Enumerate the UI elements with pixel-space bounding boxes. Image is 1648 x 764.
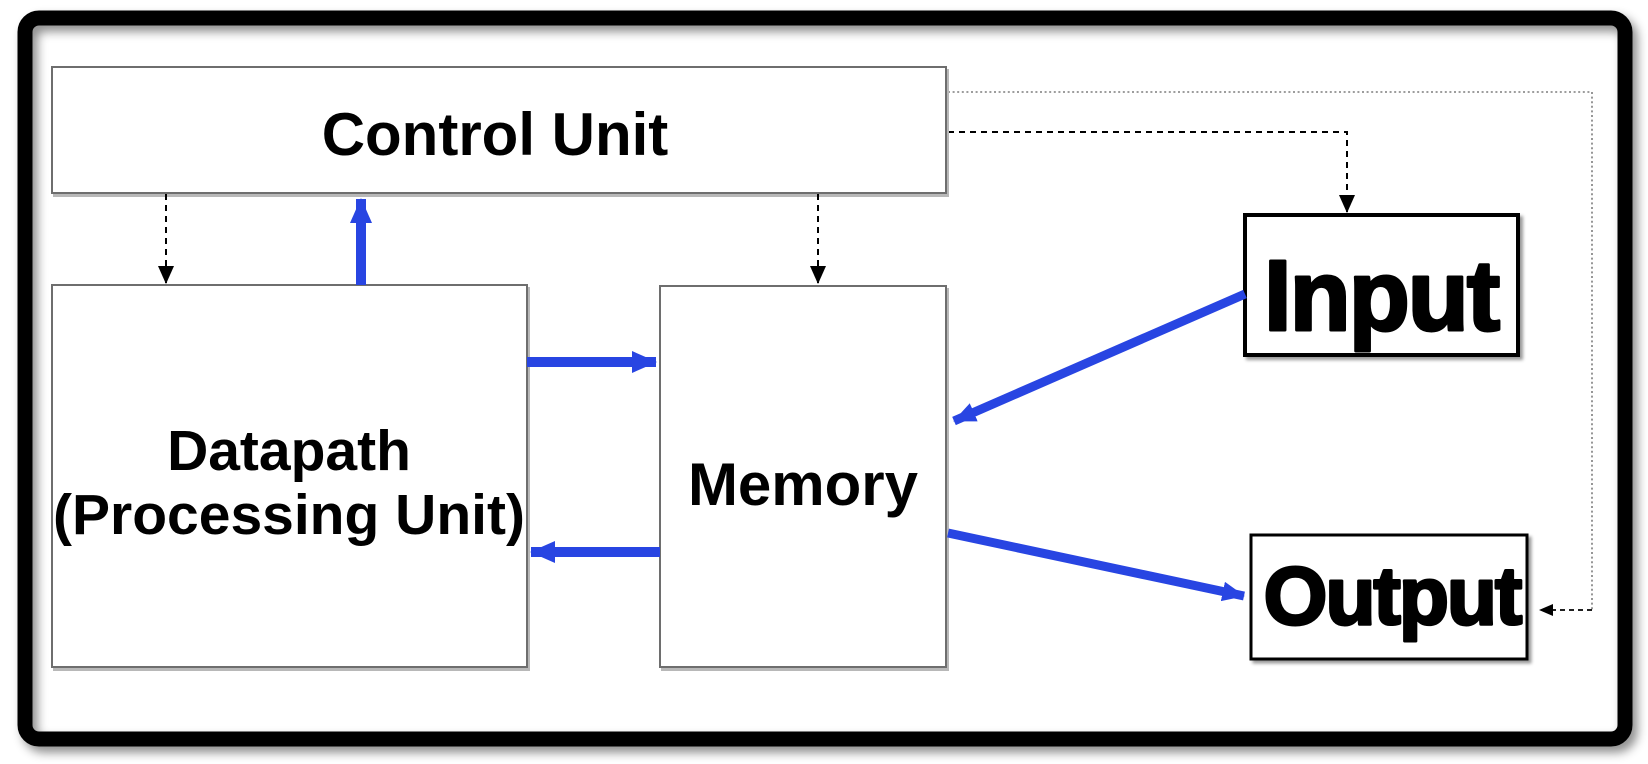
dotted-line-control-to-output	[948, 91, 1593, 610]
output-label: Output	[1264, 551, 1522, 642]
memory-label: Memory	[688, 451, 919, 518]
input-label: Input	[1264, 240, 1500, 352]
input-box	[1243, 213, 1520, 357]
output-box	[1249, 533, 1529, 661]
control-unit-box	[51, 66, 947, 194]
datapath-box	[51, 284, 528, 668]
arrow-input-to-memory	[952, 289, 1247, 426]
arrow-control-to-input	[948, 131, 1355, 213]
datapath-label-line1: Datapath	[167, 419, 411, 483]
outer-frame	[17, 10, 1633, 747]
control-unit-label: Control Unit	[322, 101, 669, 168]
memory-box	[659, 285, 947, 668]
datapath-label-line2: (Processing Unit)	[53, 483, 525, 547]
arrow-memory-to-output	[947, 528, 1245, 602]
